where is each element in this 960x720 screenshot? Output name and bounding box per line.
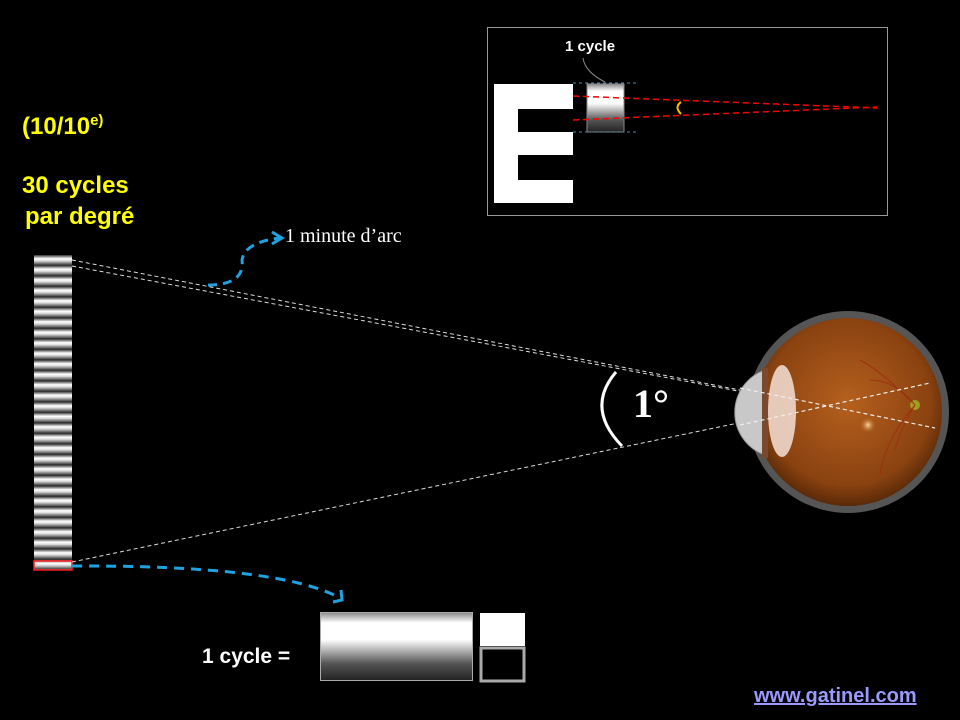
arc-minute-arrowhead bbox=[271, 230, 285, 246]
inset-cycle-label: 1 cycle bbox=[565, 38, 616, 55]
cycle-equation-label: 1 cycle = bbox=[202, 645, 291, 668]
black-swatch bbox=[479, 646, 526, 683]
angle-label: 1° bbox=[633, 381, 669, 426]
arc-minute-arrow bbox=[207, 236, 281, 287]
white-swatch bbox=[480, 613, 525, 646]
arc-minute-label: 1 minute d’arc bbox=[285, 225, 402, 247]
cycle-arrow bbox=[71, 564, 341, 600]
website-link[interactable]: www.gatinel.com bbox=[754, 685, 917, 707]
letter-e bbox=[494, 84, 573, 203]
angle-arc bbox=[600, 371, 624, 448]
grating bbox=[34, 255, 72, 570]
frequency-line2: par degré bbox=[25, 203, 135, 230]
cycle-sample bbox=[320, 612, 473, 681]
acuity-label: (10/10e) bbox=[22, 112, 104, 140]
cycle-arrowhead bbox=[332, 589, 344, 604]
eye-illustration bbox=[734, 311, 949, 513]
frequency-line1: 30 cycles bbox=[22, 172, 129, 199]
inset-panel bbox=[487, 27, 888, 216]
